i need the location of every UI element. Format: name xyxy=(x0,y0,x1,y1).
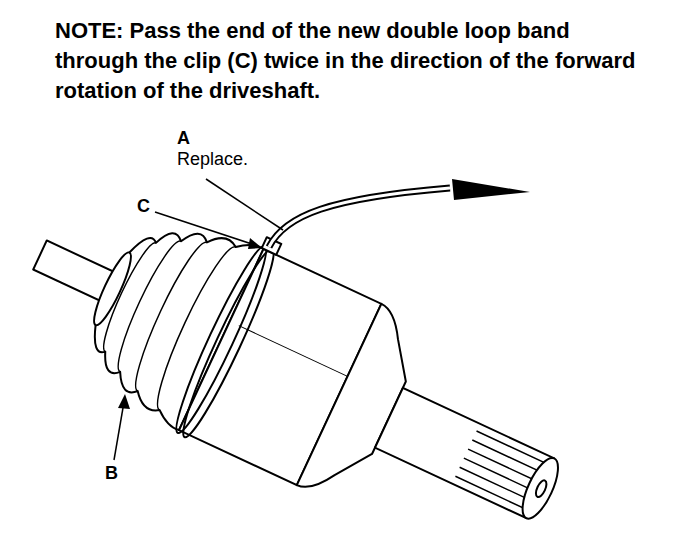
callout-letter: C xyxy=(137,196,150,217)
band-tail-inner xyxy=(269,188,450,247)
callout-letter: A xyxy=(177,128,190,149)
part-instruction: Replace. xyxy=(177,149,248,170)
shaft-end xyxy=(515,453,565,523)
leader-arrow xyxy=(248,238,262,249)
leader-line xyxy=(206,179,283,230)
leader-line xyxy=(155,212,258,246)
band-loop xyxy=(174,244,284,443)
note-text: NOTE: Pass the end of the new double loo… xyxy=(55,16,655,106)
band-loop xyxy=(167,241,276,438)
boot-end xyxy=(88,249,136,328)
center-hole xyxy=(534,479,549,499)
band-tail xyxy=(269,188,450,247)
leader-line xyxy=(114,402,124,460)
leader-arrow xyxy=(118,394,130,409)
callout-letter: B xyxy=(105,463,118,484)
direction-arrow xyxy=(452,179,530,200)
boot-line xyxy=(239,326,348,377)
